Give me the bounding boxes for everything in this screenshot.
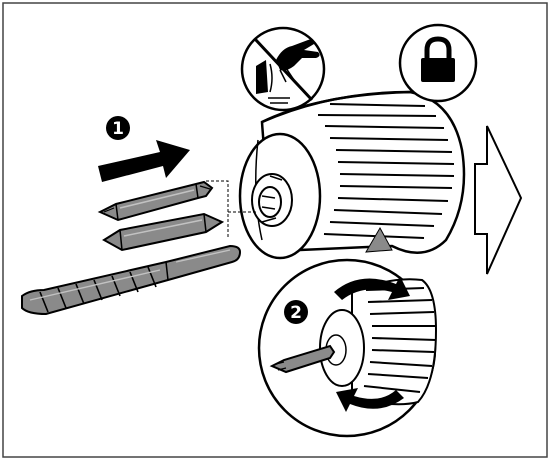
phillips-bit-tool: [97, 180, 214, 222]
rotate-arrow-bottom-icon: [336, 388, 404, 412]
insertion-guide-lines: [206, 180, 258, 238]
hollow-right-arrow-icon: [474, 125, 523, 275]
rotate-arrow-top-icon: [334, 276, 410, 300]
step-2-badge: [284, 300, 308, 324]
twist-drill-bit-tool: [21, 244, 242, 316]
step-1-badge: [106, 116, 130, 140]
no-hand-near-chuck-icon: [240, 26, 326, 112]
step-2-detail-view: 2: [257, 258, 438, 438]
flat-bit-tool: [102, 212, 225, 252]
step-1-label: 1: [112, 119, 124, 139]
step-1-indicator: 1: [106, 116, 130, 140]
insert-arrow-icon: [98, 140, 190, 182]
padlock-icon: [398, 23, 478, 103]
step-2-label: 2: [290, 303, 302, 323]
drill-chuck: [238, 90, 466, 260]
